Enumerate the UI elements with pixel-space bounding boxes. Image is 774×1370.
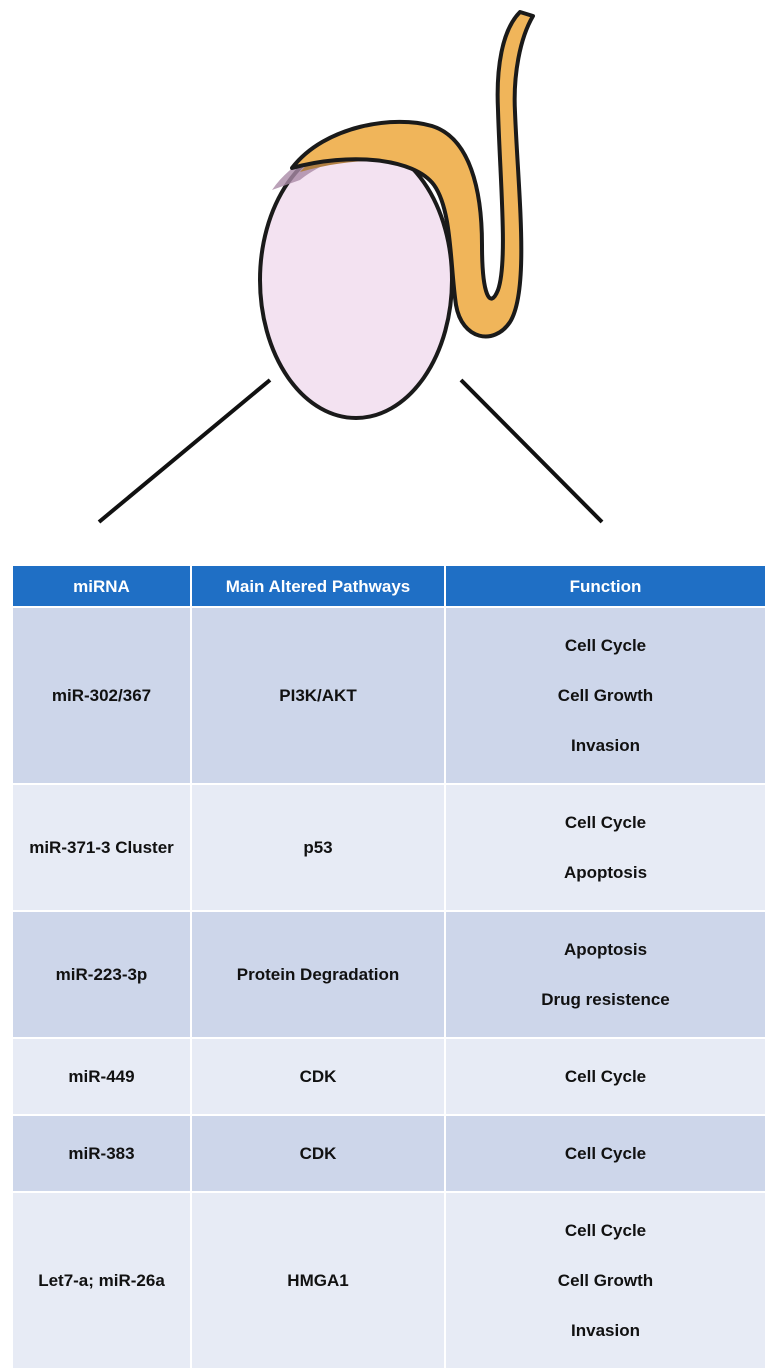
function-line: Apoptosis bbox=[563, 940, 648, 959]
table-row: miR-223-3p Protein Degradation Apoptosis… bbox=[11, 910, 767, 1039]
function-line: Cell Cycle bbox=[564, 1144, 647, 1163]
function-line: Drug resistence bbox=[541, 990, 670, 1009]
table-row: miR-371-3 Cluster p53 Cell Cycle Apoptos… bbox=[11, 783, 767, 912]
function-line: Cell Growth bbox=[557, 686, 654, 705]
cell-pathway: HMGA1 bbox=[190, 1191, 446, 1370]
function-line: Cell Growth bbox=[557, 1271, 654, 1290]
header-function: Function bbox=[444, 564, 767, 608]
function-line: Apoptosis bbox=[563, 863, 648, 882]
function-line: Cell Cycle bbox=[564, 813, 647, 832]
cell-function: Cell Cycle bbox=[444, 1037, 767, 1116]
cell-pathway: PI3K/AKT bbox=[190, 606, 446, 785]
testis-shadow bbox=[272, 147, 385, 190]
cell-pathway: p53 bbox=[190, 783, 446, 912]
table-row: miR-449 CDK Cell Cycle bbox=[11, 1037, 767, 1116]
zoom-line-left bbox=[97, 378, 272, 524]
function-line: Cell Cycle bbox=[564, 1067, 647, 1086]
function-line: Cell Cycle bbox=[564, 1221, 647, 1240]
function-line: Invasion bbox=[571, 736, 640, 755]
cell-function: Cell Cycle Apoptosis bbox=[444, 783, 767, 912]
cell-mirna: miR-371-3 Cluster bbox=[11, 783, 192, 912]
header-mirna: miRNA bbox=[11, 564, 192, 608]
cell-function: Cell Cycle Cell Growth Invasion bbox=[444, 1191, 767, 1370]
cell-pathway: Protein Degradation bbox=[190, 910, 446, 1039]
cell-pathway: CDK bbox=[190, 1114, 446, 1193]
epididymis-shape bbox=[290, 10, 535, 339]
zoom-line-right bbox=[459, 378, 604, 524]
cell-pathway: CDK bbox=[190, 1037, 446, 1116]
table-row: miR-383 CDK Cell Cycle bbox=[11, 1114, 767, 1193]
cell-mirna: miR-449 bbox=[11, 1037, 192, 1116]
table-header-row: miRNA Main Altered Pathways Function bbox=[11, 564, 767, 608]
header-pathway: Main Altered Pathways bbox=[190, 564, 446, 608]
cell-mirna: miR-302/367 bbox=[11, 606, 192, 785]
cell-function: Cell Cycle Cell Growth Invasion bbox=[444, 606, 767, 785]
cell-mirna: miR-383 bbox=[11, 1114, 192, 1193]
cell-function: Apoptosis Drug resistence bbox=[444, 910, 767, 1039]
cell-mirna: Let7-a; miR-26a bbox=[11, 1191, 192, 1370]
testis-illustration bbox=[97, 10, 604, 524]
table-row: Let7-a; miR-26a HMGA1 Cell Cycle Cell Gr… bbox=[11, 1191, 767, 1370]
function-line: Cell Cycle bbox=[564, 636, 647, 655]
function-line: Invasion bbox=[571, 1321, 640, 1340]
cell-function: Cell Cycle bbox=[444, 1114, 767, 1193]
mirna-table: miRNA Main Altered Pathways Function miR… bbox=[11, 564, 767, 1370]
cell-mirna: miR-223-3p bbox=[11, 910, 192, 1039]
table-row: miR-302/367 PI3K/AKT Cell Cycle Cell Gro… bbox=[11, 606, 767, 785]
